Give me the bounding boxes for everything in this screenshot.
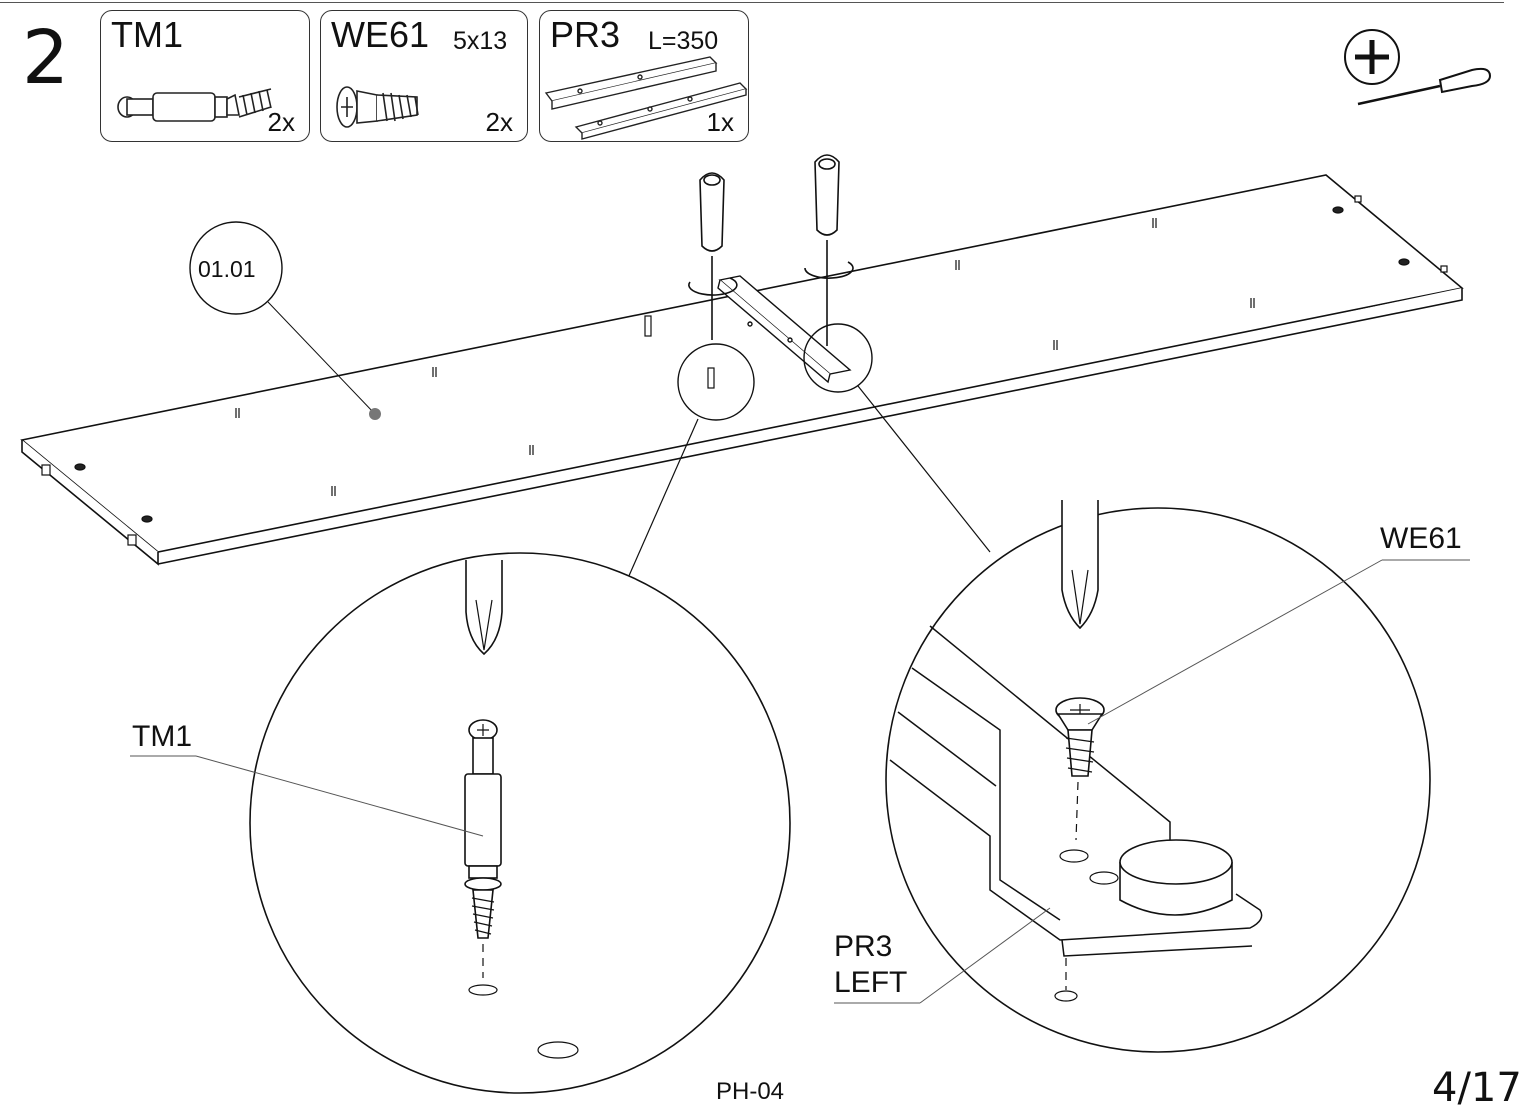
panel-tag-marker: [189, 221, 381, 420]
drawer-runner-icon: [544, 56, 748, 140]
part-code: WE61: [331, 14, 430, 55]
part-quantity: 2x: [267, 107, 295, 137]
callout-left: LEFT: [834, 966, 908, 999]
part-box-tm1: TM1 2x: [100, 10, 310, 142]
callout-pr3: PR3: [834, 930, 893, 963]
part-code: PR3: [550, 14, 621, 55]
top-rule: [0, 2, 1504, 3]
panel-fittings: [41, 195, 1448, 546]
detail-marker-right: [803, 323, 873, 393]
detail-circle-right: [834, 500, 1470, 1053]
runner-on-panel: [717, 275, 852, 384]
footer-code: PH-04: [716, 1078, 785, 1105]
detail-marker-left: [677, 343, 755, 421]
part-box-pr3: PR3 L=350 1x: [539, 10, 749, 142]
screwdriver-left: [688, 172, 738, 340]
detail-circle-left: [130, 552, 791, 1094]
euro-screw-icon: [336, 86, 419, 128]
part-quantity: 2x: [485, 107, 513, 137]
part-size: 5x13: [453, 27, 508, 55]
part-code: TM1: [111, 14, 183, 55]
cam-bolt-icon: [117, 88, 272, 122]
cam-bolt-on-panel: [644, 315, 715, 389]
page-number: 4/17: [1432, 1065, 1522, 1111]
screwdriver-right: [804, 154, 854, 346]
phillips-screwdriver-icon: [1344, 29, 1492, 106]
part-size: L=350: [648, 27, 719, 55]
callout-we61: WE61: [1380, 522, 1462, 555]
panel-tag: 01.01: [198, 256, 256, 282]
step-number: 2: [22, 15, 70, 101]
part-quantity: 1x: [706, 107, 734, 137]
panel-board: [20, 174, 1464, 566]
part-box-we61: WE61 5x13 2x: [320, 10, 528, 142]
callout-tm1: TM1: [132, 720, 192, 753]
